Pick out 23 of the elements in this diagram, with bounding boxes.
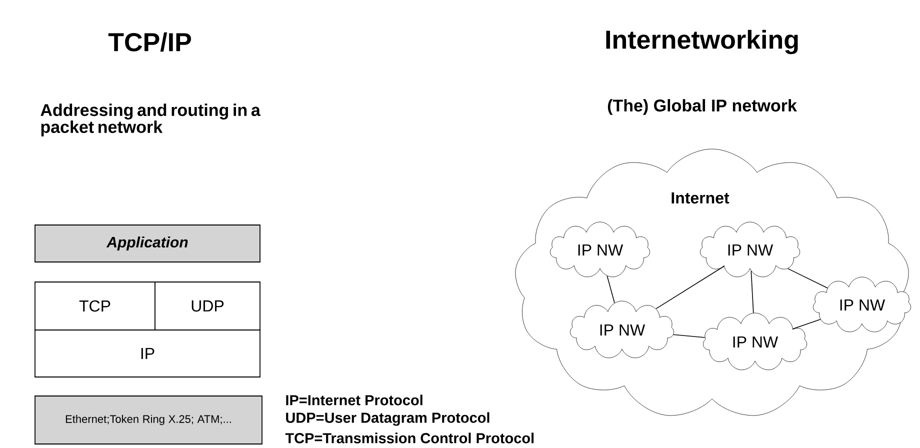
layer-cell: UDP <box>154 282 260 330</box>
heading: TCP/IP <box>108 32 192 52</box>
definition-text: IP=Internet Protocol <box>286 394 422 406</box>
connector-line <box>792 319 821 330</box>
heading: Internetworking <box>606 30 798 54</box>
connector-line <box>787 268 828 288</box>
network-cloud: IP NW <box>813 276 911 332</box>
cloud-label: Internet <box>672 192 730 204</box>
network-cloud: IP NW <box>570 300 674 358</box>
definition-text: TCP=Transmission Control Protocol <box>285 432 534 444</box>
definition-text: UDP=User Datagram Protocol <box>286 412 490 426</box>
layer-box: Application <box>34 224 260 262</box>
network-cloud: IP NW <box>700 222 800 278</box>
network-cloud: IP NW <box>550 222 650 278</box>
connector-line <box>673 334 706 338</box>
cloud-shape <box>515 148 909 416</box>
layer-box: Ethernet;Token Ring X.25; ATM;... <box>34 396 262 444</box>
subheading: Addressing and routing in a packet network <box>40 104 260 136</box>
layer-cell: TCP <box>34 282 156 330</box>
subheading: (The) Global IP network <box>608 99 797 115</box>
connector-line <box>606 276 615 304</box>
connector-line <box>656 266 724 310</box>
network-cloud: IP NW <box>703 312 808 370</box>
